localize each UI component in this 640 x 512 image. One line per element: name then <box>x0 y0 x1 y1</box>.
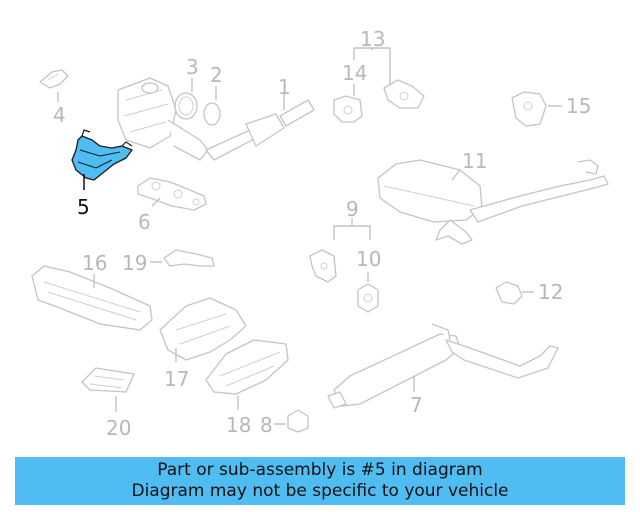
callout-14[interactable]: 14 <box>342 61 367 85</box>
part-10-hanger <box>357 283 379 313</box>
callout-1[interactable]: 1 <box>278 75 291 99</box>
part-20-shield <box>81 367 135 393</box>
part-2-gasket <box>203 102 221 126</box>
part-4-bracket <box>39 69 69 89</box>
callout-4[interactable]: 4 <box>53 103 66 127</box>
part-14-hanger <box>333 95 363 123</box>
parts-diagram: 4 5 1 3 2 6 13 <box>31 27 609 440</box>
info-banner: Part or sub-assembly is #5 in diagram Di… <box>15 457 625 505</box>
callout-20[interactable]: 20 <box>106 416 131 440</box>
part-19-bracket <box>163 249 215 267</box>
part-8-clamp <box>287 409 309 433</box>
callout-10[interactable]: 10 <box>356 247 381 271</box>
part-1-front-pipe <box>117 77 315 161</box>
part-9-bracket <box>309 249 337 283</box>
callout-16[interactable]: 16 <box>82 251 107 275</box>
part-18-heat-shield <box>205 339 289 395</box>
callout-6[interactable]: 6 <box>138 210 151 234</box>
part-13-bracket <box>383 79 425 109</box>
callout-11[interactable]: 11 <box>462 149 487 173</box>
callout-17[interactable]: 17 <box>164 367 189 391</box>
callout-19[interactable]: 19 <box>122 251 147 275</box>
callout-2[interactable]: 2 <box>210 63 223 87</box>
callout-7[interactable]: 7 <box>410 393 423 417</box>
part-7-rear-muffler <box>327 323 559 409</box>
part-11-muffler <box>377 159 609 245</box>
part-6-gasket <box>137 177 207 211</box>
banner-line-2: Diagram may not be specific to your vehi… <box>131 481 509 501</box>
callout-18[interactable]: 18 <box>226 413 251 437</box>
callout-12[interactable]: 12 <box>538 280 563 304</box>
part-12-clamp <box>495 281 523 305</box>
part-16-heat-shield <box>31 265 153 331</box>
callout-8[interactable]: 8 <box>260 413 273 437</box>
callout-15[interactable]: 15 <box>566 94 591 118</box>
callout-9[interactable]: 9 <box>346 197 359 221</box>
callout-13[interactable]: 13 <box>360 27 385 51</box>
part-3-clamp <box>174 92 198 120</box>
part-17-heat-shield <box>159 297 247 361</box>
part-15-bracket <box>511 91 547 127</box>
part-5-heat-shield[interactable] <box>71 129 133 181</box>
banner-line-1: Part or sub-assembly is #5 in diagram <box>157 460 483 480</box>
callout-5[interactable]: 5 <box>77 195 90 219</box>
callout-3[interactable]: 3 <box>186 55 199 79</box>
